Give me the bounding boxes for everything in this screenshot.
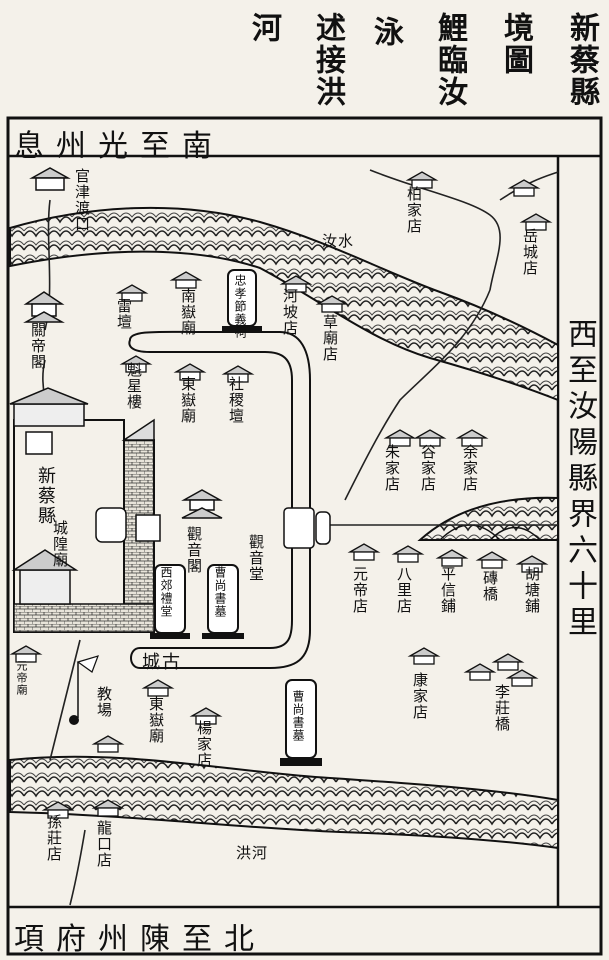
lower-river (9, 755, 559, 850)
stone-bridge (417, 496, 559, 541)
hutang-post-label: 胡塘鋪 (523, 566, 541, 614)
guandi-pavilion-label: 關帝閣 (29, 322, 47, 370)
stele-north (222, 269, 262, 332)
ferry-house-icon (29, 167, 71, 191)
inner-city-wall (128, 330, 311, 669)
hepo-shop-label: 河坡店 (281, 288, 299, 336)
house-icon (491, 653, 525, 671)
house-icon (141, 679, 175, 697)
shrine-top-label: 忠孝節義祠 (233, 274, 247, 339)
house-icon (173, 363, 207, 381)
house-icon (9, 645, 43, 663)
yuecheng-shop-label: 岳城店 (521, 228, 539, 276)
stele-west (150, 564, 190, 639)
county-city-name: 新蔡縣 (35, 466, 56, 526)
dongyue-temple-north-label: 東嶽廟 (179, 376, 197, 424)
house-icons (9, 171, 553, 819)
xijiao-hall-label: 西郊禮堂 (159, 566, 173, 618)
house-icon (407, 647, 441, 665)
stele-center (202, 564, 244, 639)
house-icon (221, 365, 255, 383)
house-icon (405, 171, 439, 189)
house-icon (455, 429, 489, 447)
dongyue-temple-south-label: 東嶽廟 (147, 696, 165, 744)
bali-shop-label: 八里店 (395, 566, 413, 614)
house-icon (515, 555, 549, 573)
shishi-tomb-label: 曹尚書墓 (213, 566, 227, 618)
county-city (9, 387, 161, 633)
yujia-shop-label: 余家店 (461, 444, 479, 492)
house-icon (347, 543, 381, 561)
stele-south (280, 679, 322, 766)
drill-ground-flag-icon (69, 655, 99, 725)
header-col-5: 述接洪 (310, 12, 345, 108)
grave-south-label: 曹尚書墓 (291, 690, 305, 742)
guanyin-pavilion-label: 觀音閣 (185, 526, 203, 574)
longkou-shop-label: 龍口店 (95, 820, 113, 868)
leitan-label: 雷壇 (115, 298, 133, 330)
sunjia-shop-label: 孫莊店 (45, 814, 63, 862)
house-icon (435, 549, 469, 567)
pingxin-post-label: 平信鋪 (439, 566, 457, 614)
west-edge-label: 西至汝陽縣界六十里 (562, 318, 597, 642)
house-icon (391, 545, 425, 563)
caomiao-shop-label: 草廟店 (321, 314, 339, 362)
baijia-shop-label: 柏家店 (405, 186, 423, 234)
house-icon (91, 799, 125, 817)
zhuanqiao-label: 磚橋 (481, 570, 499, 602)
north-edge-label: 北至陳州府項 (14, 922, 266, 957)
nanyue-temple-label: 南嶽廟 (179, 288, 197, 336)
inner-city-label: 古城 (142, 652, 182, 673)
kangjia-shop-label: 康家店 (411, 672, 429, 720)
house-icon (279, 275, 313, 293)
house-icon (115, 284, 149, 302)
yangjia-shop-label: 楊家店 (195, 720, 213, 768)
house-icon (475, 551, 509, 569)
header-col-2: 境圖 (498, 12, 533, 76)
house-icon (169, 271, 203, 289)
house-icon (383, 429, 417, 447)
house-icon (505, 669, 539, 687)
house-icon (519, 213, 553, 231)
header-col-1: 新蔡縣 (564, 12, 599, 108)
map-frame (6, 116, 603, 956)
header-col-4: 泳 (368, 16, 403, 48)
header-col-3: 鯉臨汝 (432, 12, 467, 108)
house-icon (91, 735, 125, 753)
house-icon (41, 801, 75, 819)
yuandi-temple-label: 元帝廟 (15, 660, 28, 696)
zhujia-shop-label: 朱家店 (383, 444, 401, 492)
lizhuang-bridge-label: 李莊橋 (493, 684, 511, 732)
upper-river (9, 206, 559, 402)
guanjin-ferry-label: 官津渡口 (73, 168, 91, 232)
chenghuang-temple-label: 城隍廟 (51, 520, 69, 568)
house-icon (119, 355, 153, 373)
guanyin-pavilion-icon (181, 489, 223, 519)
house-icon (463, 663, 497, 681)
house-icon (507, 179, 541, 197)
kuixing-tower-label: 魁星樓 (125, 362, 143, 410)
lower-river-label: 洪河 (236, 844, 269, 862)
drill-ground-label: 教場 (95, 686, 113, 718)
east-gate (283, 507, 315, 549)
sheji-altar-label: 社稷壇 (227, 376, 245, 424)
gujia-shop-label: 谷家店 (419, 444, 437, 492)
house-icon (315, 295, 349, 313)
guandi-pavilion-icon (23, 291, 65, 323)
house-icon (189, 707, 223, 725)
yuandi-shop-label: 元帝店 (351, 566, 369, 614)
header-col-6: 河 (246, 12, 281, 44)
south-edge-label: 南至光州息 (14, 129, 224, 164)
house-icon (413, 429, 447, 447)
upper-river-label: 汝水 (322, 232, 355, 250)
guanyin-hall-label: 觀音堂 (247, 534, 265, 582)
